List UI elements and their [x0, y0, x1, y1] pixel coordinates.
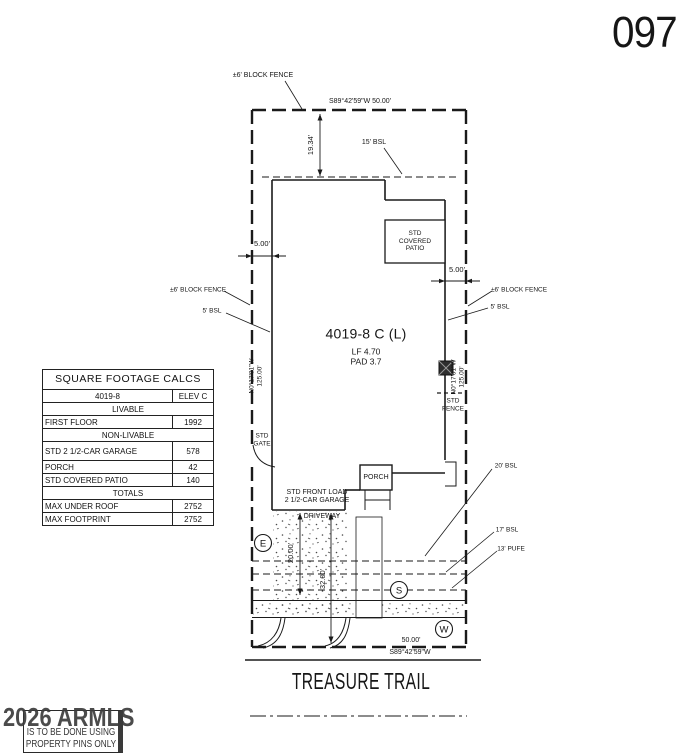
- driveway-label: DRIVEWAY: [303, 513, 341, 520]
- row-value: 140: [172, 473, 214, 487]
- model-name-label: 4019-8 C (L): [325, 325, 407, 342]
- walkway: [355, 516, 383, 619]
- table-section-row: TOTALS: [42, 486, 214, 500]
- section-label: NON-LIVABLE: [42, 428, 214, 442]
- elev-cell: ELEV C: [172, 389, 214, 403]
- west-bearing-line2: 125.00': [256, 365, 263, 387]
- south-distance-label: 50.00': [401, 637, 421, 644]
- model-cell: 4019-8: [42, 389, 173, 403]
- row-value: 578: [172, 441, 214, 461]
- std-gate-label: STD GATE: [253, 433, 270, 448]
- curb-flares: [257, 617, 351, 649]
- setback-lines: [252, 176, 466, 591]
- fence-east-label: ±6' BLOCK FENCE: [490, 286, 548, 294]
- section-label: LIVABLE: [42, 402, 214, 416]
- std-fence-label: STD FENCE: [442, 398, 464, 413]
- street-name-label: TREASURE TRAIL: [291, 668, 431, 694]
- covered-patio-label-line1: STD: [408, 229, 422, 237]
- west-bearing-line1: N0°17'01"W: [248, 358, 256, 394]
- row-label: STD 2 1/2-CAR GARAGE: [42, 441, 173, 461]
- transformer-box: [438, 360, 454, 376]
- west-side-dimension-label: 5.00': [253, 238, 271, 248]
- garage-label-line1: STD FRONT LOAD: [286, 489, 348, 496]
- entry-steps: [445, 461, 457, 487]
- pad-label: PAD 3.7: [350, 356, 382, 367]
- lf-label: LF 4.70: [351, 346, 381, 357]
- svg-text:S: S: [396, 586, 402, 597]
- rear-dimension-label: 19.34': [305, 134, 315, 156]
- table-row: STD COVERED PATIO 140: [42, 473, 214, 487]
- armls-watermark: 2026 ARMLS: [3, 702, 135, 732]
- covered-patio-label-line3: PATIO: [405, 244, 425, 252]
- table-row: MAX FOOTPRINT 2752: [42, 512, 214, 526]
- front-bsl-label: 20' BSL: [494, 462, 518, 470]
- east-bearing-label: N0°17'01"W 125.00': [451, 359, 466, 394]
- sidewalk-edges: [252, 599, 466, 619]
- row-label: MAX UNDER ROOF: [42, 499, 173, 513]
- table-row: 4019-8 ELEV C: [42, 389, 214, 403]
- row-value: 2752: [172, 512, 214, 526]
- garage-label: STD FRONT LOAD 2 1/2-CAR GARAGE: [285, 489, 350, 505]
- section-label: TOTALS: [42, 486, 214, 500]
- svg-text:W: W: [440, 625, 449, 636]
- fence-west-label: ±6' BLOCK FENCE: [169, 286, 227, 294]
- covered-patio-outline: [384, 219, 446, 264]
- table-row: STD 2 1/2-CAR GARAGE 578: [42, 441, 214, 461]
- table-row: FIRST FLOOR 1992: [42, 415, 214, 429]
- utility-symbol-water: W: [434, 619, 454, 639]
- fence-north-label: ±6' BLOCK FENCE: [232, 72, 294, 79]
- row-label: PORCH: [42, 460, 173, 474]
- page-number: 097: [612, 8, 678, 57]
- garage-label-line2: 2 1/2-CAR GARAGE: [284, 497, 350, 504]
- porch-label: PORCH: [363, 474, 389, 481]
- east-side-dimension-label: 5.00': [448, 264, 466, 274]
- table-section-row: NON-LIVABLE: [42, 428, 214, 442]
- west-bsl-label: 5' BSL: [202, 307, 222, 315]
- porch-outline: [359, 464, 393, 491]
- table-row: PORCH 42: [42, 460, 214, 474]
- square-footage-table: SQUARE FOOTAGE CALCS 4019-8 ELEV C LIVAB…: [42, 369, 214, 526]
- svg-text:E: E: [260, 539, 266, 550]
- bsl-17-label: 17' BSL: [495, 526, 519, 534]
- row-label: FIRST FLOOR: [42, 415, 173, 429]
- note-line-2: PROPERTY PINS ONLY: [25, 738, 117, 750]
- row-value: 1992: [172, 415, 214, 429]
- dimension-arrowheads: [246, 253, 472, 284]
- row-value: 2752: [172, 499, 214, 513]
- row-label: MAX FOOTPRINT: [42, 512, 173, 526]
- utility-symbol-electric: E: [253, 533, 273, 553]
- std-gate-line1: STD: [255, 432, 269, 440]
- drive-20-dimension-label: 20.00': [285, 542, 295, 564]
- leader-lines: [223, 80, 498, 589]
- porch-stoop: [364, 490, 391, 510]
- utility-symbol-sewer: S: [389, 580, 409, 600]
- table-title: SQUARE FOOTAGE CALCS: [42, 369, 214, 390]
- lot-boundary: [250, 108, 468, 649]
- covered-patio-label-line2: COVERED: [398, 237, 432, 245]
- north-bearing-label: S89°42'59"W 50.00': [328, 98, 392, 105]
- covered-patio-label: STD COVERED PATIO: [399, 230, 431, 253]
- row-label: STD COVERED PATIO: [42, 473, 173, 487]
- gate-arc: [252, 444, 276, 468]
- std-fence-line1: STD: [446, 397, 460, 405]
- std-fence-line2: FENCE: [441, 405, 465, 412]
- table-title-row: SQUARE FOOTAGE CALCS: [42, 369, 214, 390]
- east-bearing-line1: N0°17'01"W: [450, 359, 458, 395]
- table-row: MAX UNDER ROOF 2752: [42, 499, 214, 513]
- pufe-13-label: 13' PUFE: [497, 545, 525, 553]
- rear-bsl-label: 15' BSL: [361, 139, 387, 146]
- east-bearing-line2: 125.00': [458, 366, 465, 388]
- row-value: 42: [172, 460, 214, 474]
- table-section-row: LIVABLE: [42, 402, 214, 416]
- east-bsl-label: 5' BSL: [490, 303, 510, 311]
- south-bearing-label: S89°42'59"W: [389, 649, 431, 656]
- west-bearing-label: N0°17'01"W 125.00': [249, 358, 264, 393]
- drive-32-dimension-label: 32.00': [317, 568, 327, 590]
- note-line-1: IS TO BE DONE USING: [26, 727, 116, 738]
- std-gate-line2: GATE: [253, 440, 271, 447]
